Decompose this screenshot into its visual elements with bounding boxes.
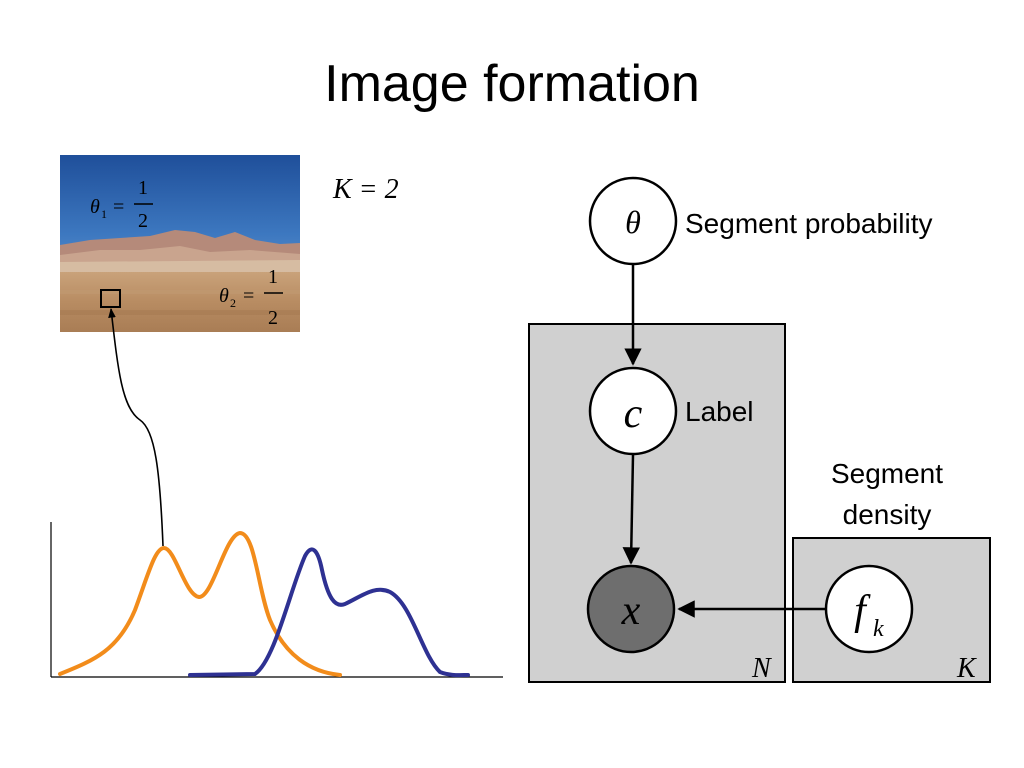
sample-pixel-box — [100, 289, 121, 308]
theta1-numerator: 1 — [138, 177, 148, 199]
theta1-equation: θ 1 = 1 2 — [90, 177, 153, 232]
pixel-arrow — [108, 308, 164, 547]
segment-density-label-line2: density — [843, 499, 932, 530]
theta2-numerator: 1 — [268, 266, 278, 288]
x-node-symbol: x — [621, 588, 641, 634]
theta2-equation: θ 2 = 1 2 — [219, 266, 283, 329]
theta-node — [588, 176, 678, 266]
c-node — [588, 366, 678, 456]
orange-density-curve — [58, 530, 342, 677]
theta1-equals: = — [113, 196, 124, 218]
f-node-subscript: k — [873, 616, 884, 642]
f-node — [824, 564, 914, 654]
theta1-subscript: 1 — [101, 207, 107, 221]
theta2-subscript: 2 — [230, 296, 236, 310]
theta-node-symbol: θ — [625, 204, 641, 240]
theta2-denominator: 2 — [268, 307, 278, 329]
theta2-equals: = — [243, 285, 254, 307]
c-node-symbol: c — [624, 391, 643, 437]
slide-title: Image formation — [324, 55, 700, 113]
k-equals-2: K = 2 — [332, 174, 399, 205]
edge-c-to-x — [622, 454, 641, 565]
blue-density-curve — [188, 547, 470, 678]
theta1-symbol: θ — [90, 196, 100, 218]
theta2-symbol: θ — [219, 285, 229, 307]
theta1-denominator: 2 — [138, 210, 148, 232]
segment-density-label-line1: Segment — [831, 458, 943, 489]
plate-k-label: K — [956, 653, 977, 684]
plate-n-label: N — [751, 653, 772, 684]
desert-photo — [60, 155, 300, 332]
label-label: Label — [685, 396, 754, 427]
x-node — [586, 564, 676, 654]
segment-probability-label: Segment probability — [685, 208, 932, 239]
